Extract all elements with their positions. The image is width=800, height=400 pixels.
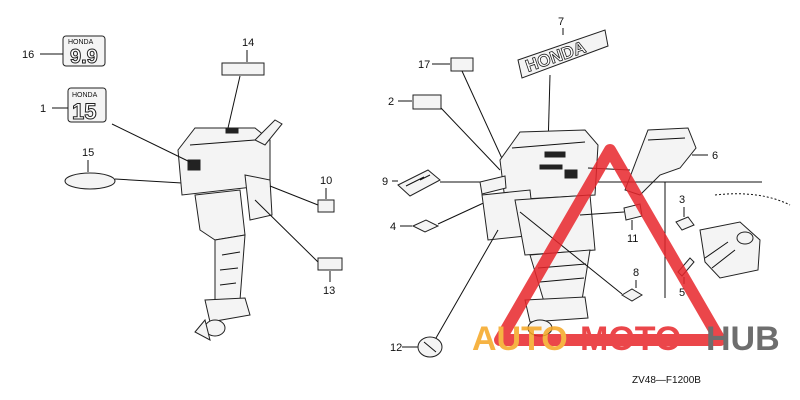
label-4 [411,219,440,233]
decal-honda-brand: HONDA [517,29,609,79]
callout-8: 8 [633,267,639,279]
decal-6 [624,127,697,196]
label-2 [412,94,442,110]
callout-11: 11 [627,233,638,245]
callout-14: 14 [242,37,254,49]
decal-9-9-brand: HONDA [68,39,94,46]
callout-15: 15 [82,147,94,159]
decal-9-9: HONDA 9.9 [62,35,106,69]
callout-7: 7 [558,16,564,28]
decal-9-9-number: 9.9 [70,46,98,68]
label-14 [221,62,265,76]
callout-1: 1 [40,103,46,115]
callout-9: 9 [382,176,388,188]
oval-seal-15 [64,172,116,190]
callout-6: 6 [712,150,718,162]
callout-5: 5 [679,287,685,299]
callout-13: 13 [323,285,335,297]
right-outboard-motor [479,129,599,337]
mount-bracket-detail [699,193,791,279]
watermark-auto: AUTO [472,320,568,358]
watermark-moto: MOTO [580,320,681,358]
label-13 [317,257,343,271]
label-17 [450,57,474,72]
label-3 [675,216,695,231]
label-10 [317,199,335,213]
callout-4: 4 [390,221,396,233]
decal-15-number: 15 [72,99,96,124]
decal-15-brand: HONDA [72,92,98,99]
callout-10: 10 [320,175,332,187]
left-outboard-motor [177,119,283,341]
callout-2: 2 [388,96,394,108]
diagram-code: ZV48—F1200B [632,375,701,386]
callout-12: 12 [390,342,402,354]
clip-12 [417,336,443,358]
callout-3: 3 [679,194,685,206]
decal-honda-text: HONDA [523,38,588,76]
callout-16: 16 [22,49,34,61]
watermark: AUTO MOTO HUB [472,144,780,358]
callout-17: 17 [418,59,430,71]
watermark-hub: HUB [706,320,780,358]
watermark-triangle [494,144,726,346]
label-8 [621,288,643,302]
label-9 [397,169,441,197]
decal-15: HONDA 15 [67,87,107,125]
